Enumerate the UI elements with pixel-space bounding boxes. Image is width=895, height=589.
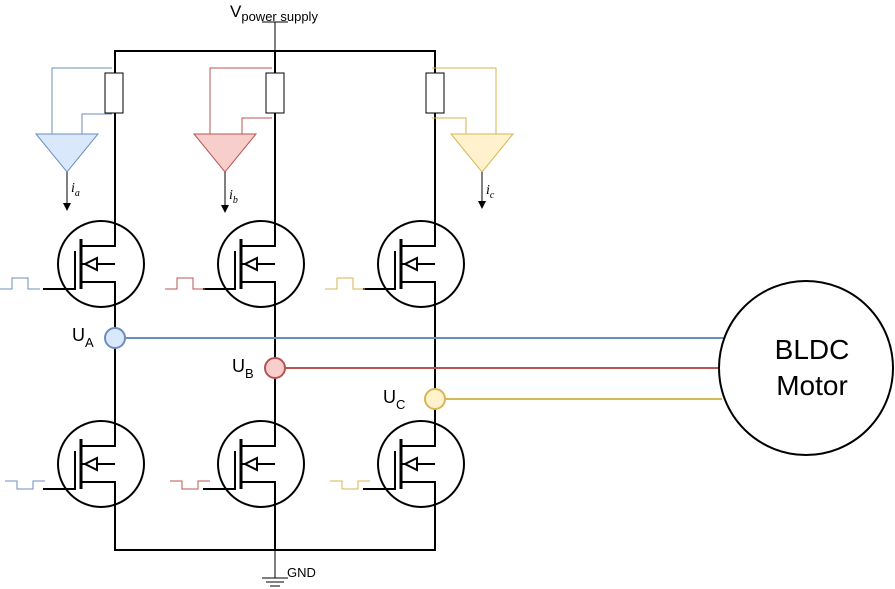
node-b [264, 357, 286, 379]
arrow-down-icon [221, 205, 229, 213]
node-label-a: UA [72, 325, 94, 350]
transistor-a-high-icon [43, 219, 145, 309]
transistor-b-low-icon [203, 419, 305, 509]
transistor-c-high-icon [363, 219, 465, 309]
bldc-motor [718, 280, 894, 456]
transistor-b-high-icon [203, 219, 305, 309]
current-label-c: ic [486, 183, 495, 201]
gate-signal-b-high [165, 277, 205, 290]
shunt-resistor-b [265, 72, 285, 114]
motor-label-line1: BLDC [775, 334, 850, 365]
motor-label-line2: Motor [776, 370, 848, 401]
amplifier-c-icon [449, 133, 515, 173]
transistor-c-low-icon [363, 419, 465, 509]
node-label-b: UB [232, 356, 254, 381]
shunt-resistor-c [425, 72, 445, 114]
power-label: Vpower supply [230, 2, 318, 24]
gnd-label: GND [287, 565, 316, 580]
gate-signal-c-high [325, 277, 365, 290]
current-label-a: ia [71, 181, 80, 199]
node-label-c: UC [383, 387, 405, 412]
gate-signal-a-low [5, 480, 45, 490]
gate-signal-b-low [170, 480, 210, 490]
shunt-resistor-a [104, 72, 124, 114]
arrow-down-icon [478, 201, 486, 209]
transistor-a-low-icon [43, 419, 145, 509]
gate-signal-a-high [0, 277, 40, 290]
node-a [104, 327, 126, 349]
gate-signal-c-low [330, 480, 370, 490]
amplifier-a-icon [34, 133, 100, 173]
amplifier-b-icon [192, 133, 258, 173]
arrow-down-icon [63, 203, 71, 211]
current-label-b: ib [229, 188, 238, 206]
node-c [424, 388, 446, 410]
